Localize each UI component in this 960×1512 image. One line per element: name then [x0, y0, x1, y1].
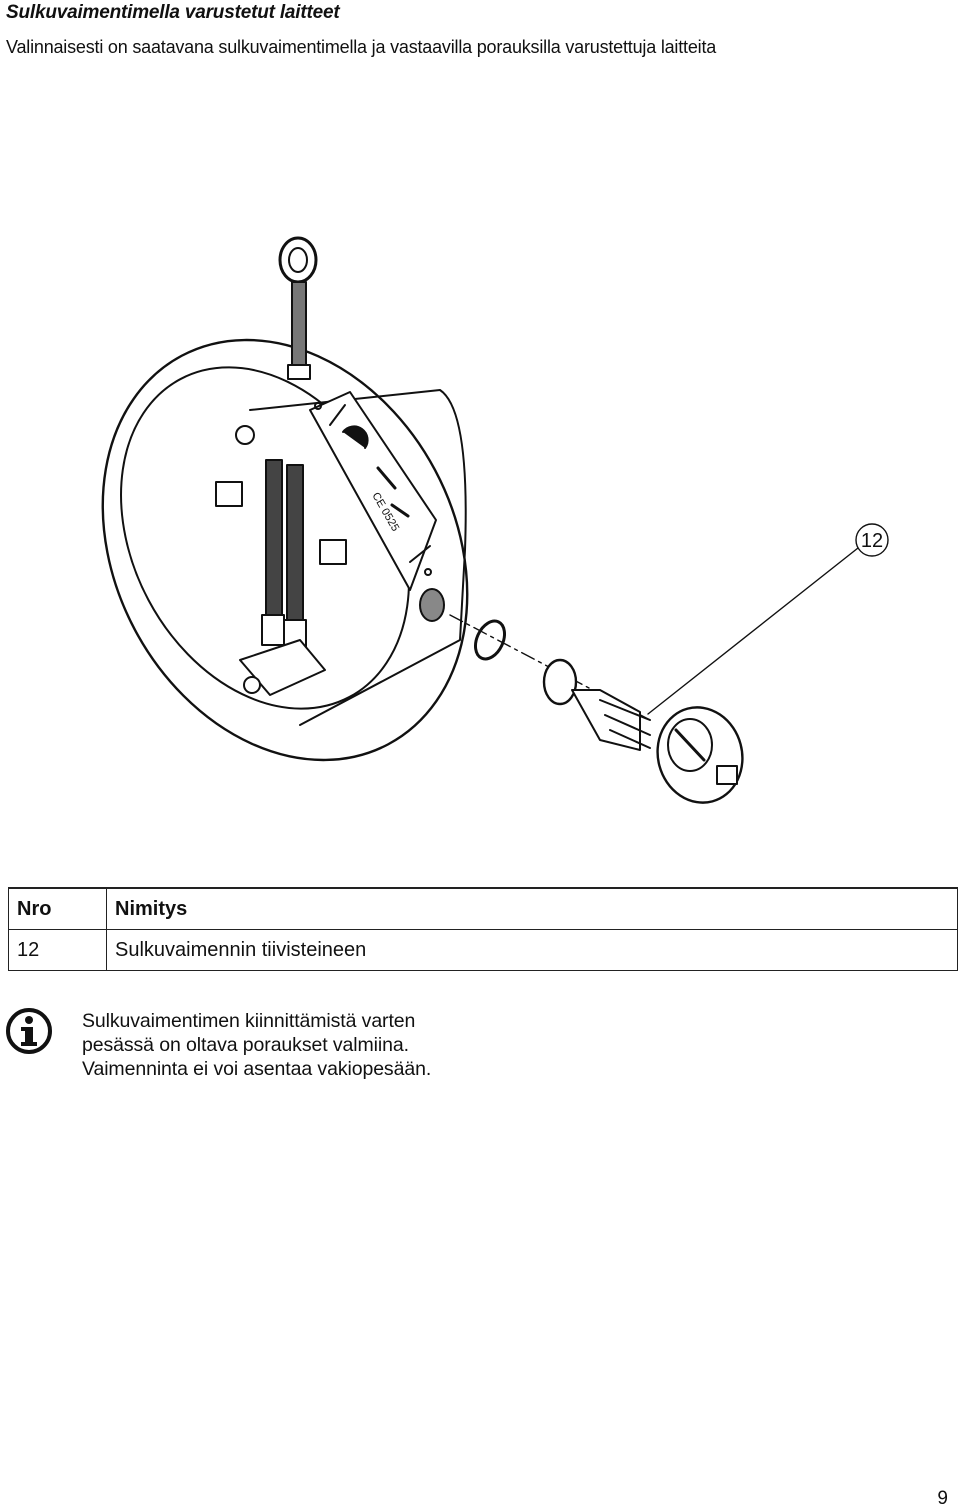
page-number: 9 — [937, 1488, 948, 1509]
inner-mechanism — [215, 425, 347, 696]
table-header-row: Nro Nimitys — [8, 887, 958, 930]
table-row: 12 Sulkuvaimennin tiivisteineen — [8, 929, 958, 971]
part-number-cell: 12 — [8, 929, 107, 971]
note-line: Vaimenninta ei voi asentaa vakiopesään. — [82, 1058, 432, 1080]
parts-table: Nro Nimitys 12 Sulkuvaimennin tiivistein… — [8, 887, 958, 971]
part-name-cell: Sulkuvaimennin tiivisteineen — [106, 929, 958, 971]
callout-number: 12 — [861, 530, 883, 552]
damper-cartridge — [542, 658, 744, 804]
column-header-number: Nro — [8, 887, 107, 930]
column-header-name: Nimitys — [106, 887, 958, 930]
eyebolt — [278, 236, 318, 380]
info-note: Sulkuvaimentimen kiinnittämistä varten p… — [82, 1009, 431, 1081]
damper-assembly-illustration: CE 0525 — [101, 236, 889, 804]
page-title: Sulkuvaimentimella varustetut laitteet — [6, 2, 340, 23]
info-icon — [6, 1008, 52, 1054]
note-line: Sulkuvaimentimen kiinnittämistä varten — [82, 1010, 416, 1032]
o-ring — [473, 619, 507, 661]
label-strip — [309, 391, 437, 591]
note-line: pesässä on oltava poraukset valmiina. — [82, 1034, 409, 1056]
callout-circle — [855, 523, 889, 557]
page-subtitle: Valinnaisesti on saatavana sulkuvaimenti… — [6, 37, 717, 57]
